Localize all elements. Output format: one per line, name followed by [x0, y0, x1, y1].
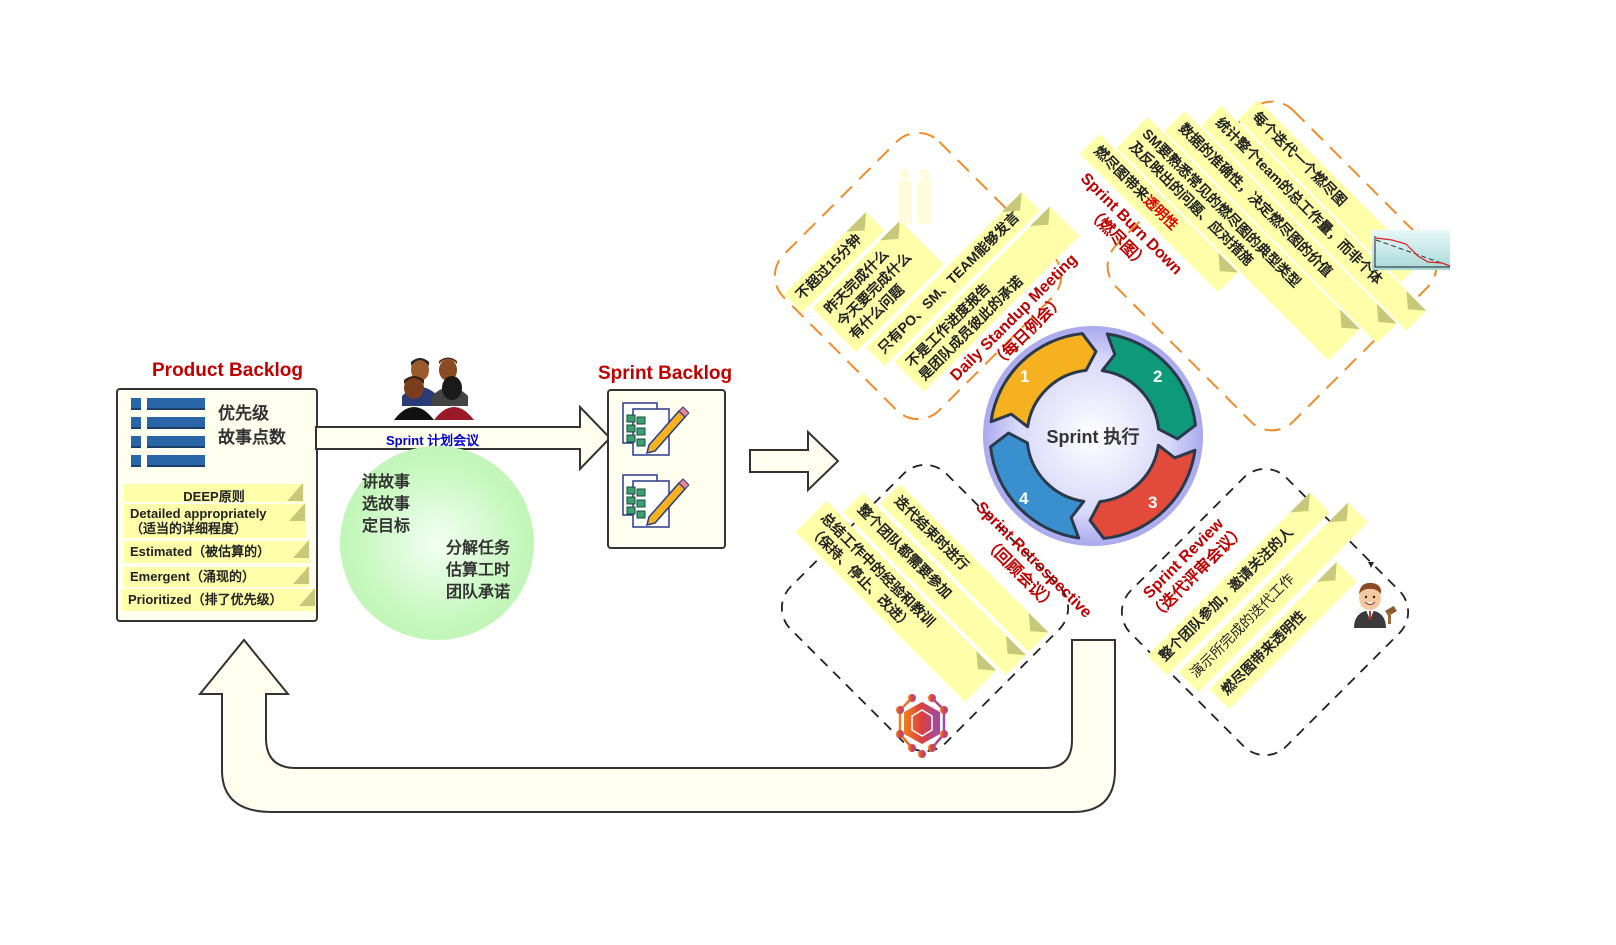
planning-activities-circle — [340, 446, 534, 640]
task-tell-story: 讲故事 — [362, 474, 411, 491]
sprint-backlog-box[interactable] — [607, 389, 726, 549]
backlog-list-icon — [131, 398, 207, 468]
checklist-pencil-icon-2 — [621, 473, 690, 536]
task-select-story: 选故事 — [362, 496, 411, 513]
note-fold-icon — [1020, 612, 1049, 641]
cycle-center-label: Sprint 执行 — [1046, 427, 1140, 447]
cycle-num-1: 1 — [1020, 367, 1030, 386]
planning-left-tasks: 讲故事 选故事 定目标 — [362, 472, 410, 538]
task-set-goal: 定目标 — [362, 518, 411, 535]
note-fold-icon — [1398, 290, 1427, 320]
cycle-segment-2 — [1100, 332, 1197, 441]
burndown-chart-icon — [1372, 230, 1451, 270]
note-fold-icon — [846, 211, 875, 241]
backlog-attributes: 优先级 故事点数 — [218, 402, 286, 450]
cycle-num-3: 3 — [1148, 493, 1158, 512]
product-backlog-title: Product Backlog — [152, 360, 303, 381]
cycle-num-2: 2 — [1153, 367, 1163, 386]
cycle-segment-1 — [989, 332, 1098, 429]
deep-detailed-en: Detailed appropriately — [130, 506, 267, 521]
retrospective-hexagon-icon — [886, 688, 958, 760]
to-execution-arrow — [749, 430, 840, 492]
task-team-commit: 团队承诺 — [446, 584, 511, 601]
deep-prioritized-note: Prioritized（排了优先级） — [122, 589, 316, 611]
task-estimate-hours: 估算工时 — [446, 562, 511, 579]
small-pointer-icon — [1368, 562, 1374, 568]
meeting-people-icon — [390, 356, 482, 422]
sprint-execution-cycle[interactable]: Sprint 执行 1 2 3 4 — [982, 325, 1204, 547]
deep-principle-note: DEEP原则 — [124, 484, 304, 504]
attr-priority: 优先级 — [218, 404, 269, 423]
cycle-segment-4 — [989, 431, 1086, 540]
judge-avatar-icon — [1350, 578, 1398, 628]
deep-detailed-note: Detailed appropriately （适当的详细程度） — [124, 504, 306, 538]
planning-arrow — [315, 405, 612, 471]
cycle-num-4: 4 — [1019, 489, 1029, 508]
deep-estimated-note: Estimated（被估算的） — [124, 541, 310, 563]
deep-detailed-zh: （适当的详细程度） — [130, 521, 248, 536]
standing-people-icon — [894, 168, 936, 226]
attr-story-points: 故事点数 — [218, 428, 286, 447]
checklist-pencil-icon — [621, 401, 690, 464]
planning-meeting-label: Sprint 计划会议 — [386, 433, 480, 448]
deep-emergent-note: Emergent（涌现的） — [124, 567, 310, 587]
task-break-down: 分解任务 — [446, 540, 511, 557]
sprint-backlog-title: Sprint Backlog — [598, 363, 733, 384]
note-fold-icon — [1328, 502, 1357, 531]
note-fold-icon — [1290, 492, 1319, 521]
cycle-segment-3 — [1088, 443, 1197, 540]
product-backlog-box[interactable]: 优先级 故事点数 DEEP原则 Detailed appropriately （… — [116, 388, 318, 622]
planning-right-tasks: 分解任务 估算工时 团队承诺 — [446, 538, 510, 604]
